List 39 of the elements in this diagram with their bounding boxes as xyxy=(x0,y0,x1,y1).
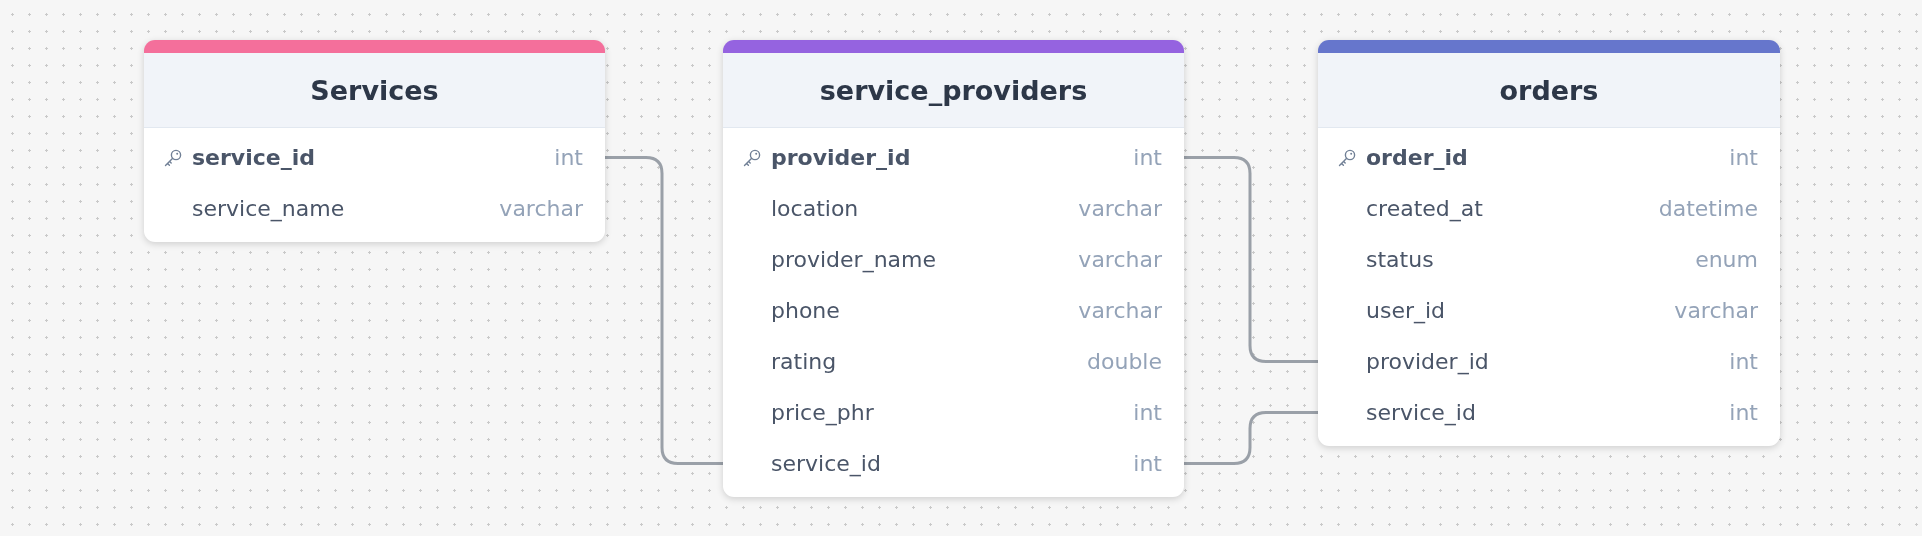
column-name: provider_id xyxy=(1366,349,1489,374)
column-type: int xyxy=(1729,400,1758,425)
column-type: varchar xyxy=(1078,298,1162,323)
column-type: datetime xyxy=(1658,196,1758,221)
column-name: service_id xyxy=(192,145,315,170)
column-name: service_id xyxy=(771,451,881,476)
column-type: int xyxy=(554,145,583,170)
relationship-line xyxy=(1184,156,1318,363)
table-name: Services xyxy=(310,74,439,106)
column-name: order_id xyxy=(1366,145,1468,170)
column-type: enum xyxy=(1695,247,1758,272)
column-type: int xyxy=(1133,400,1162,425)
column-type: varchar xyxy=(1078,247,1162,272)
column-type: int xyxy=(1729,145,1758,170)
column-name: phone xyxy=(771,298,840,323)
column-name: location xyxy=(771,196,859,221)
table-card xyxy=(723,40,1184,497)
column-type: int xyxy=(1729,349,1758,374)
column-type: int xyxy=(1133,451,1162,476)
table-name: service_providers xyxy=(819,74,1088,106)
column-name: status xyxy=(1366,247,1434,272)
column-type: double xyxy=(1087,349,1162,374)
column-type: varchar xyxy=(499,196,583,221)
relationship-line xyxy=(605,156,723,465)
column-name: rating xyxy=(771,349,837,374)
column-name: provider_id xyxy=(771,145,911,170)
column-name: price_phr xyxy=(771,400,874,425)
column-name: service_name xyxy=(192,196,345,221)
column-name: user_id xyxy=(1366,298,1446,323)
column-type: int xyxy=(1133,145,1162,170)
column-name: created_at xyxy=(1366,196,1483,221)
table-card xyxy=(1318,40,1780,446)
column-type: varchar xyxy=(1078,196,1162,221)
table-card xyxy=(144,40,605,242)
relationship-line xyxy=(1184,411,1318,465)
column-type: varchar xyxy=(1674,298,1758,323)
table-name: orders xyxy=(1499,74,1599,106)
column-name: provider_name xyxy=(771,247,937,272)
column-name: service_id xyxy=(1366,400,1476,425)
